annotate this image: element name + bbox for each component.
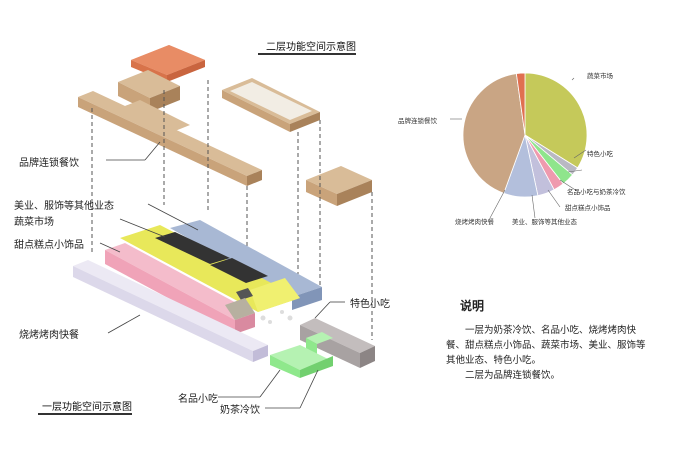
label-tea: 奶茶冷饮 xyxy=(220,405,260,416)
label-chain: 品牌连锁餐饮 xyxy=(19,158,79,169)
floor2-title: 二层功能空间示意图 xyxy=(266,42,356,53)
yellow-block xyxy=(120,225,300,312)
pie-slice-top xyxy=(515,72,526,136)
description-line-1: 一层为奶茶冷饮、名品小吃、烧烤烤肉快餐、甜点糕点小饰品、蔬菜市场、美业、服饰等其… xyxy=(446,325,646,366)
pie-label-bbq: 烧烤烤肉快餐 xyxy=(455,217,495,226)
blue-block xyxy=(170,220,322,310)
pie-slice-veg xyxy=(524,72,588,169)
floor1-title-underline xyxy=(38,413,132,415)
pie-label-beauty: 美业、服饰等其他业态 xyxy=(512,217,578,226)
pie-leaders xyxy=(450,77,587,219)
pie-label-veg: 蔬菜市场 xyxy=(587,71,614,80)
small-dots xyxy=(260,310,293,324)
label-veg: 蔬菜市场 xyxy=(14,217,54,228)
leader-lines xyxy=(99,141,345,409)
wood-block-long xyxy=(78,91,262,186)
pie-label-chain: 品牌连锁餐饮 xyxy=(398,116,438,125)
wood-block-right xyxy=(306,166,372,206)
lavender-block xyxy=(73,260,268,362)
pink-block xyxy=(105,243,255,334)
projection-lines xyxy=(91,80,373,340)
description-body: 一层为奶茶冷饮、名品小吃、烧烤烤肉快餐、甜点糕点小饰品、蔬菜市场、美业、服饰等其… xyxy=(446,323,646,383)
description-title: 说明 xyxy=(460,299,485,313)
floor2-title-underline xyxy=(258,53,356,55)
floor1-title: 一层功能空间示意图 xyxy=(42,402,132,413)
green-block xyxy=(270,332,333,378)
label-beauty: 美业、服饰等其他业态 xyxy=(14,201,114,212)
share-pie-chart xyxy=(462,72,588,198)
label-famous: 名品小吃 xyxy=(178,394,218,405)
wood-block-frame xyxy=(222,78,320,132)
label-bbq: 烧烤烤肉快餐 xyxy=(19,330,79,341)
pie-label-dessert: 甜点糕点小饰品 xyxy=(565,203,611,212)
pie-label-special: 特色小吃 xyxy=(587,149,614,158)
description-line-2: 二层为品牌连锁餐饮。 xyxy=(465,370,561,381)
label-special: 特色小吃 xyxy=(350,299,390,310)
pie-label-famous-tea: 名品小吃与奶茶冷饮 xyxy=(567,187,626,196)
label-dessert: 甜点糕点小饰品 xyxy=(14,240,84,251)
pie-slice-chain xyxy=(462,73,526,194)
